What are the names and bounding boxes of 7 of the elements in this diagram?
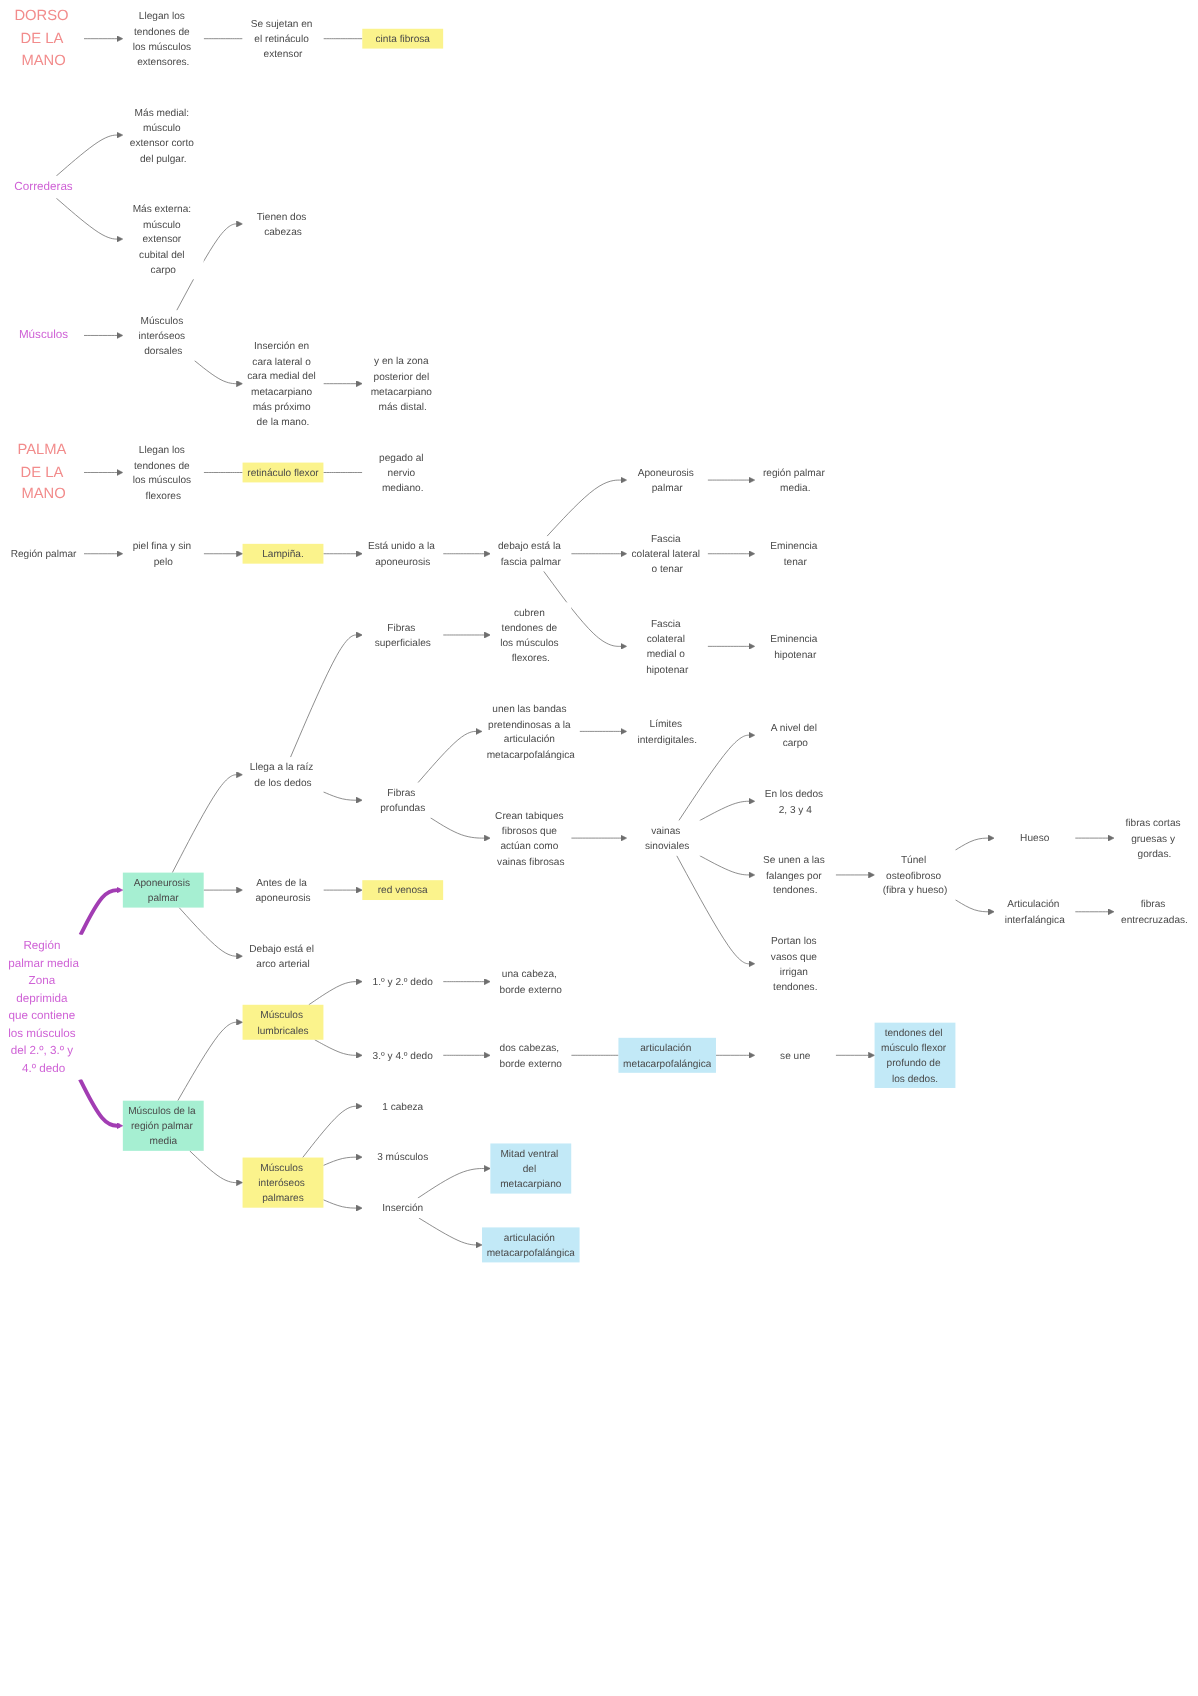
arrow: [78, 1078, 124, 1130]
connector: [323, 38, 363, 40]
connector: [203, 472, 243, 473]
connector: [323, 472, 363, 473]
connector: [203, 38, 243, 40]
connector: [570, 1054, 619, 1056]
arrow: [78, 886, 124, 936]
